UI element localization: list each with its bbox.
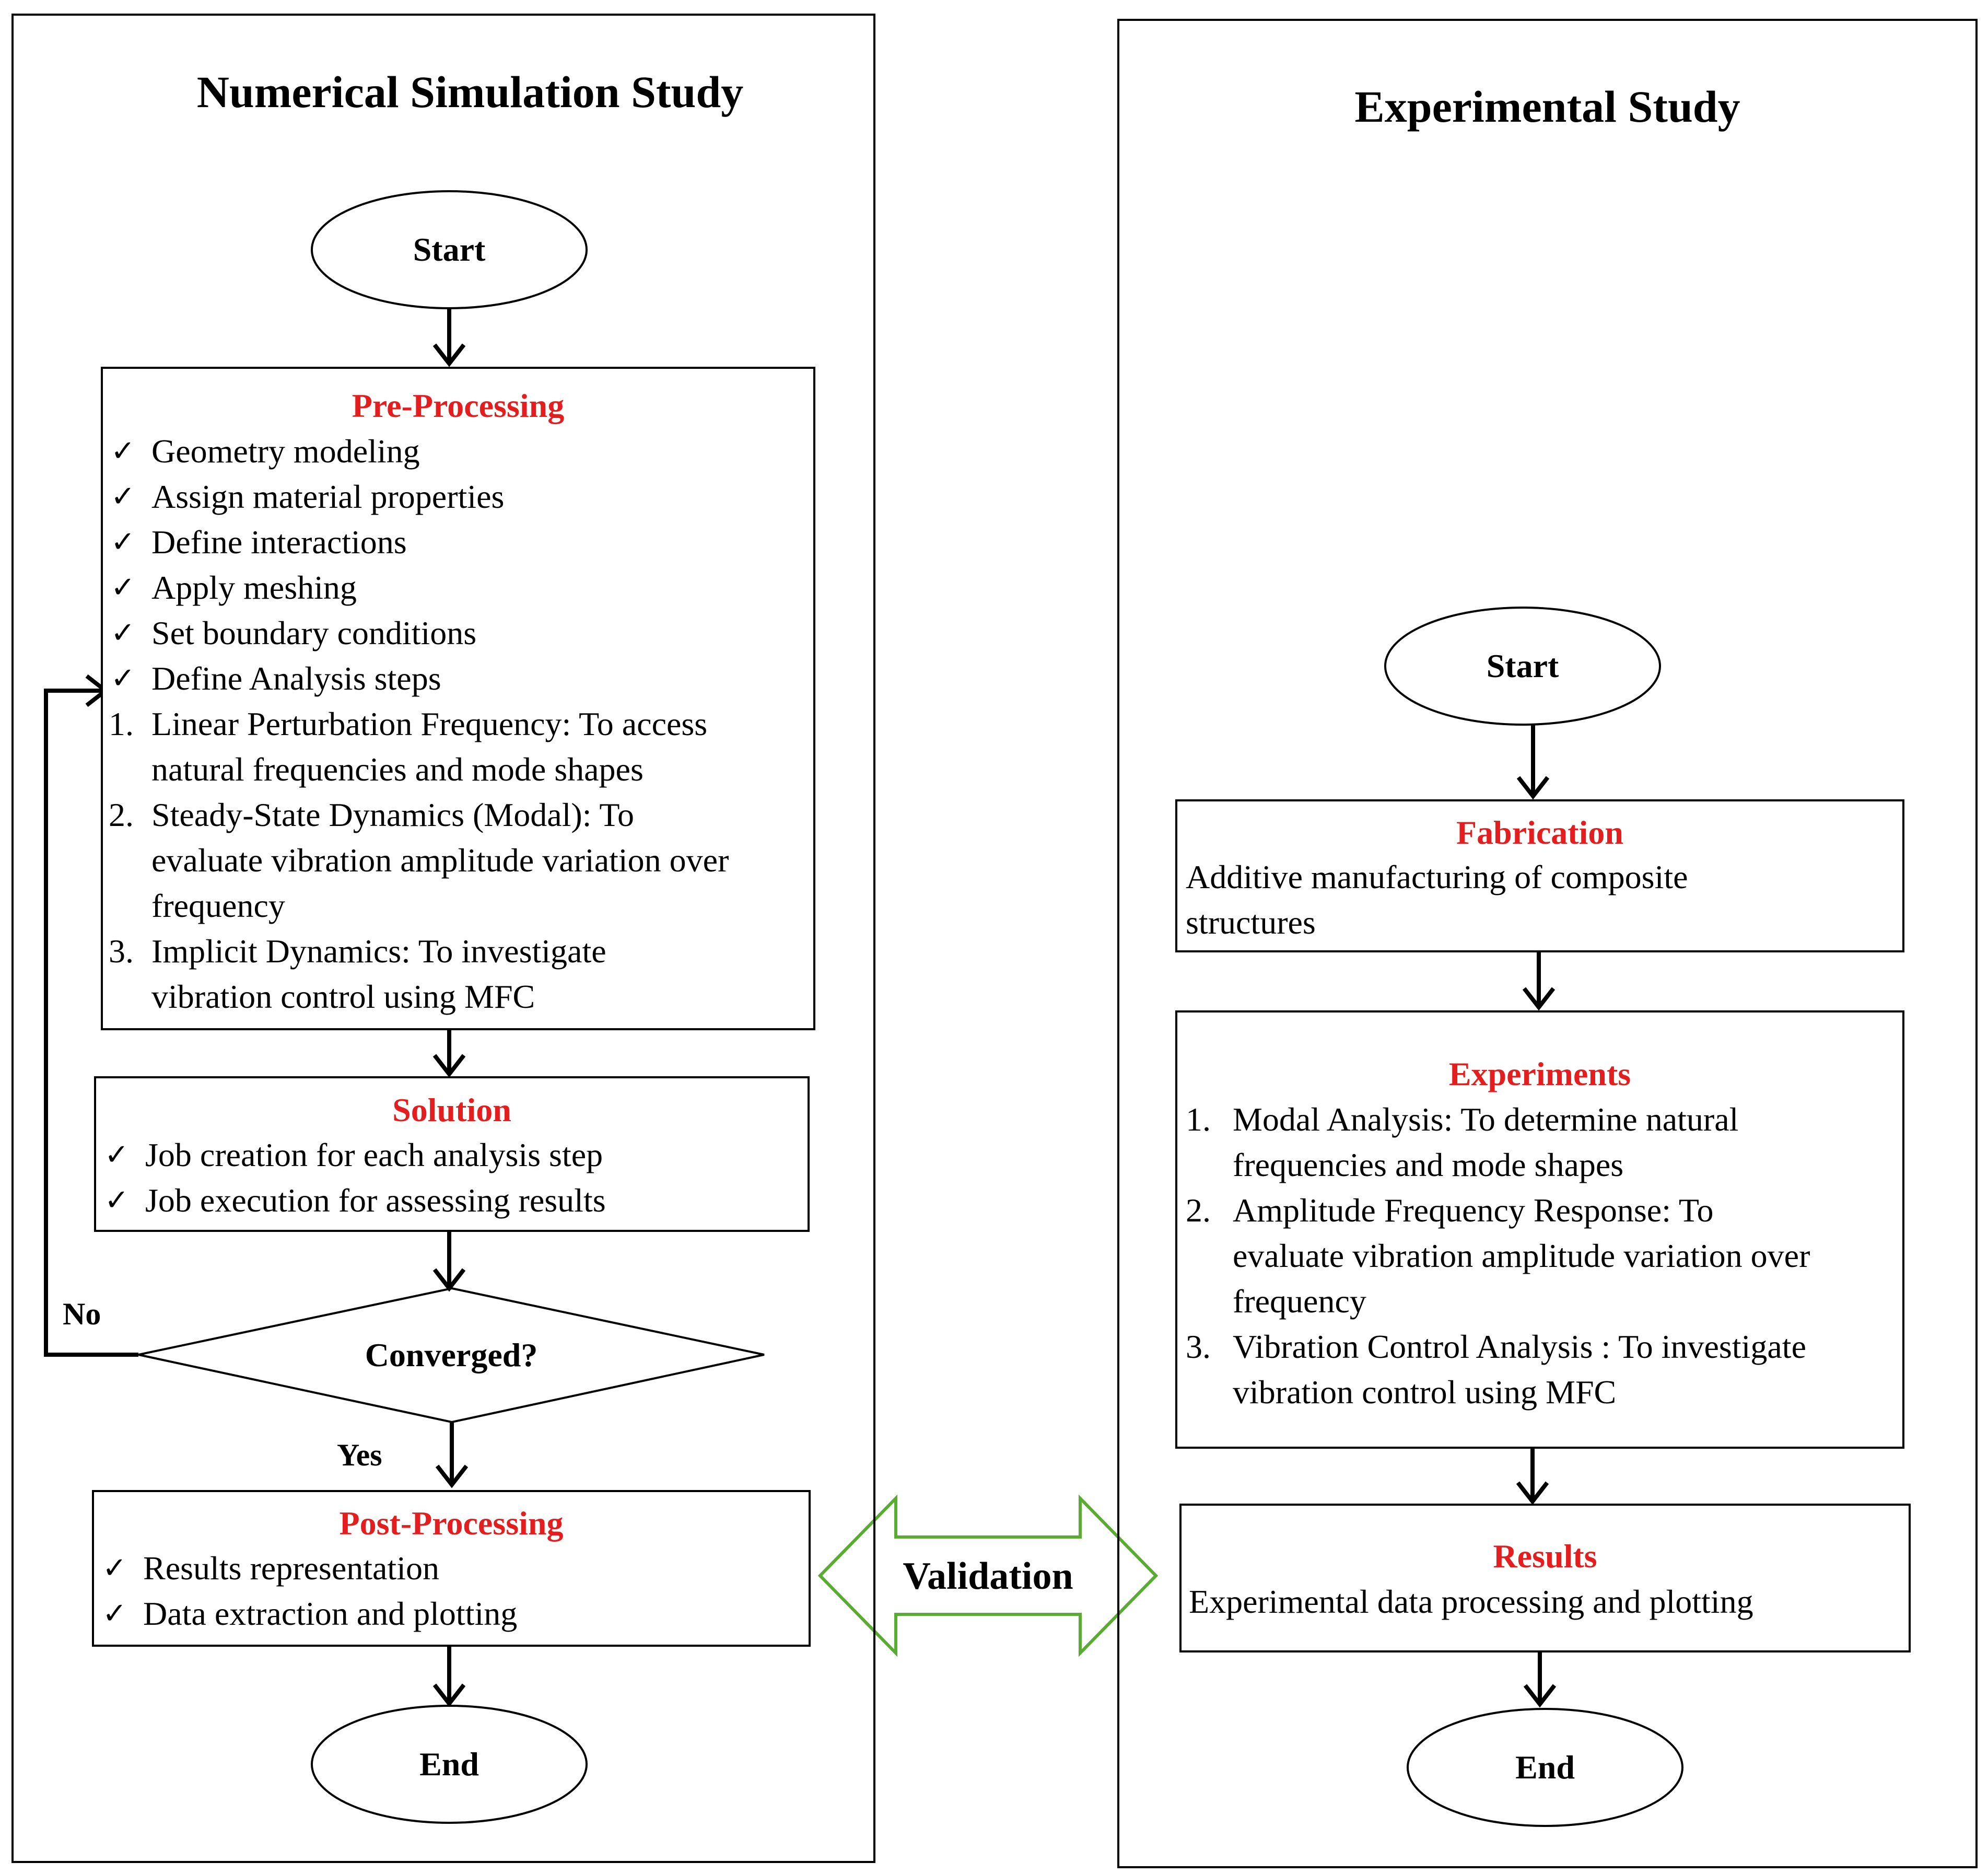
postprocessing-heading: Post-Processing <box>339 1505 564 1542</box>
step-number: 2. <box>109 796 134 833</box>
fabrication-heading: Fabrication <box>1456 814 1623 851</box>
check-item: Job creation for each analysis step <box>145 1136 603 1173</box>
arrow-fabrication-to-experiments <box>1522 952 1556 1011</box>
solution-box <box>94 1076 810 1232</box>
check-icon: ✓ <box>111 525 135 559</box>
start-label-left: Start <box>413 231 486 268</box>
end-label-left: End <box>419 1745 479 1783</box>
check-item: Set boundary conditions <box>151 614 477 651</box>
step-line: Steady-State Dynamics (Modal): To <box>151 796 634 833</box>
check-icon: ✓ <box>111 480 135 514</box>
fabrication-line: structures <box>1186 904 1316 941</box>
numerical-study-title: Numerical Simulation Study <box>196 67 744 117</box>
start-label-right: Start <box>1486 647 1559 684</box>
step-number: 3. <box>1186 1328 1211 1365</box>
validation-double-arrow <box>817 1494 1159 1657</box>
experimental-study-panel <box>1117 19 1978 1868</box>
yes-label: Yes <box>337 1438 382 1472</box>
step-line: natural frequencies and mode shapes <box>151 751 644 788</box>
check-icon: ✓ <box>104 1183 129 1217</box>
step-line: evaluate vibration amplitude variation o… <box>151 842 729 879</box>
step-number: 2. <box>1186 1192 1211 1229</box>
check-icon: ✓ <box>104 1138 129 1172</box>
step-line: Amplitude Frequency Response: To <box>1233 1192 1714 1229</box>
numerical-study-panel <box>11 14 875 1863</box>
check-item: Geometry modeling <box>151 433 420 470</box>
results-box <box>1179 1504 1911 1652</box>
arrow-solution-to-decision <box>432 1232 466 1292</box>
fabrication-box <box>1175 799 1904 952</box>
converged-question: Converged? <box>365 1336 538 1374</box>
arrow-results-to-end <box>1523 1652 1557 1708</box>
arrow-start-to-fabrication <box>1516 725 1550 800</box>
arrow-start-to-preprocessing <box>432 308 466 367</box>
step-line: Implicit Dynamics: To investigate <box>151 933 606 970</box>
check-icon: ✓ <box>102 1597 127 1631</box>
solution-heading: Solution <box>392 1091 511 1128</box>
step-number: 3. <box>109 933 134 970</box>
experimental-study-title: Experimental Study <box>1354 82 1740 132</box>
experiments-box <box>1175 1010 1904 1449</box>
step-line: vibration control using MFC <box>1233 1374 1617 1411</box>
start-ellipse-right <box>1384 607 1661 726</box>
fabrication-line: Additive manufacturing of composite <box>1186 858 1688 895</box>
results-heading: Results <box>1493 1538 1597 1575</box>
no-label: No <box>63 1297 101 1331</box>
check-icon: ✓ <box>102 1551 127 1585</box>
check-icon: ✓ <box>111 616 135 650</box>
check-item: Assign material properties <box>151 478 505 515</box>
check-icon: ✓ <box>111 571 135 604</box>
step-line: Vibration Control Analysis : To investig… <box>1233 1328 1806 1365</box>
arrow-preprocessing-to-solution <box>432 1030 466 1078</box>
end-ellipse-right <box>1407 1708 1683 1827</box>
check-item: Define interactions <box>151 523 407 561</box>
step-line: Linear Perturbation Frequency: To access <box>151 705 708 742</box>
results-line: Experimental data processing and plottin… <box>1189 1583 1753 1620</box>
step-line: frequency <box>1233 1283 1366 1320</box>
step-number: 1. <box>109 705 134 742</box>
validation-label: Validation <box>903 1555 1073 1598</box>
check-icon: ✓ <box>111 661 135 695</box>
check-icon: ✓ <box>111 434 135 468</box>
step-line: vibration control using MFC <box>151 978 535 1015</box>
check-item: Job execution for assessing results <box>145 1182 606 1219</box>
step-line: evaluate vibration amplitude variation o… <box>1233 1237 1810 1274</box>
experiments-heading: Experiments <box>1448 1055 1631 1092</box>
step-number: 1. <box>1186 1101 1211 1138</box>
preprocessing-box <box>101 367 815 1030</box>
check-item: Define Analysis steps <box>151 660 441 697</box>
arrow-decision-to-postprocessing <box>435 1422 469 1488</box>
check-item: Apply meshing <box>151 569 357 606</box>
arrow-postprocessing-to-end <box>432 1647 466 1707</box>
step-line: frequency <box>151 887 285 924</box>
step-line: frequencies and mode shapes <box>1233 1146 1624 1183</box>
postprocessing-box <box>92 1490 811 1647</box>
check-item: Data extraction and plotting <box>143 1595 518 1632</box>
arrow-experiments-to-results <box>1516 1449 1549 1505</box>
end-label-right: End <box>1515 1749 1575 1786</box>
step-line: Modal Analysis: To determine natural <box>1233 1101 1739 1138</box>
check-item: Results representation <box>143 1550 439 1587</box>
preprocessing-heading: Pre-Processing <box>352 387 565 424</box>
